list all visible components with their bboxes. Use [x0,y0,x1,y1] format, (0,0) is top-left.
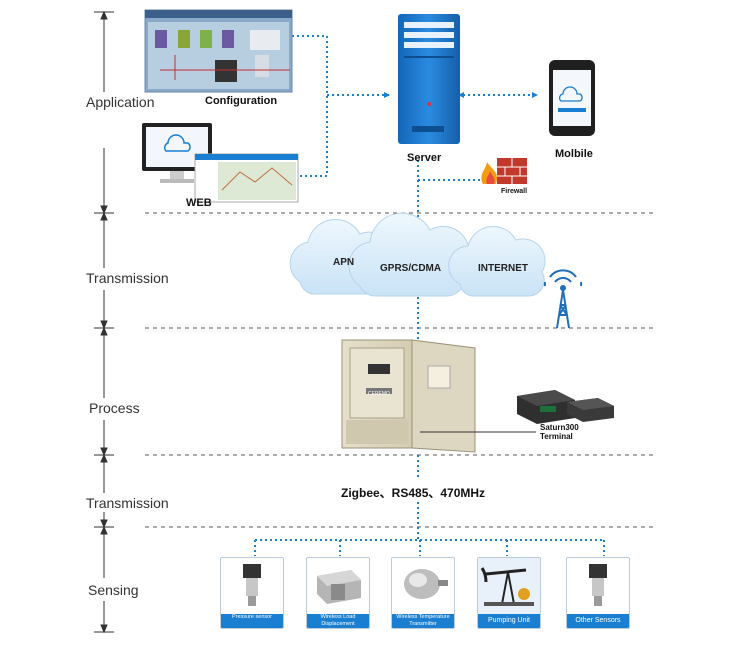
cabinet-text: CEREMO [368,391,390,397]
firewall-icon [481,158,527,184]
sensor-label-load: Wireless Load Displacement Transmitter [307,614,369,628]
network-clouds [289,212,546,297]
sensor-pumping-unit: Pumping Unit [477,557,541,629]
terminal-label-line1: Saturn300 [540,423,579,432]
layer-label-process: Process [89,400,140,416]
terminal-label-line2: Terminal [540,432,573,441]
cloud-label-internet: INTERNET [478,263,528,274]
mobile-phone-icon [549,60,595,136]
temperature-transmitter-icon [404,569,448,599]
sensor-load-displacement: Wireless Load Displacement Transmitter [306,557,370,629]
sensor-other: Other Sensors [566,557,630,629]
load-transmitter-icon [317,570,361,604]
layer-label-transmission-bottom: Transmission [86,495,169,511]
connection-lines [254,35,605,556]
sensor-label-pressure: Pressure sensor [221,614,283,628]
layer-label-sensing: Sensing [88,582,139,598]
protocols-label: Zigbee、RS485、470MHz [341,486,486,500]
cell-tower-icon [543,269,583,329]
cloud-label-gprs-cdma: GPRS/CDMA [380,263,442,274]
pumping-unit-icon [478,558,540,614]
other-sensor-icon [589,564,607,606]
sensor-pressure: Pressure sensor [220,557,284,629]
sensor-temperature: Wireless Temperature Transmitter [391,557,455,629]
layer-label-transmission-top: Transmission [86,270,169,286]
cloud-label-apn: APN [333,257,355,268]
web-label: WEB [186,197,212,209]
configuration-screenshot [144,9,293,93]
firewall-label: Firewall [501,188,528,195]
cabinet-icon [341,339,476,453]
sensor-label-temperature: Wireless Temperature Transmitter [392,614,454,628]
terminal-device-icon [420,390,614,433]
sensor-label-other: Other Sensors [567,614,629,628]
layer-separators [145,212,655,528]
sensor-label-pumping: Pumping Unit [478,614,540,628]
server-icon [398,14,460,144]
mobile-label: Molbile [555,148,593,160]
configuration-label: Configuration [205,95,278,107]
web-monitor-icon [142,123,299,203]
server-label: Server [407,152,442,164]
layer-dimension-arrows [94,10,114,634]
pressure-sensor-icon [243,564,261,606]
layer-label-application: Application [86,94,155,110]
